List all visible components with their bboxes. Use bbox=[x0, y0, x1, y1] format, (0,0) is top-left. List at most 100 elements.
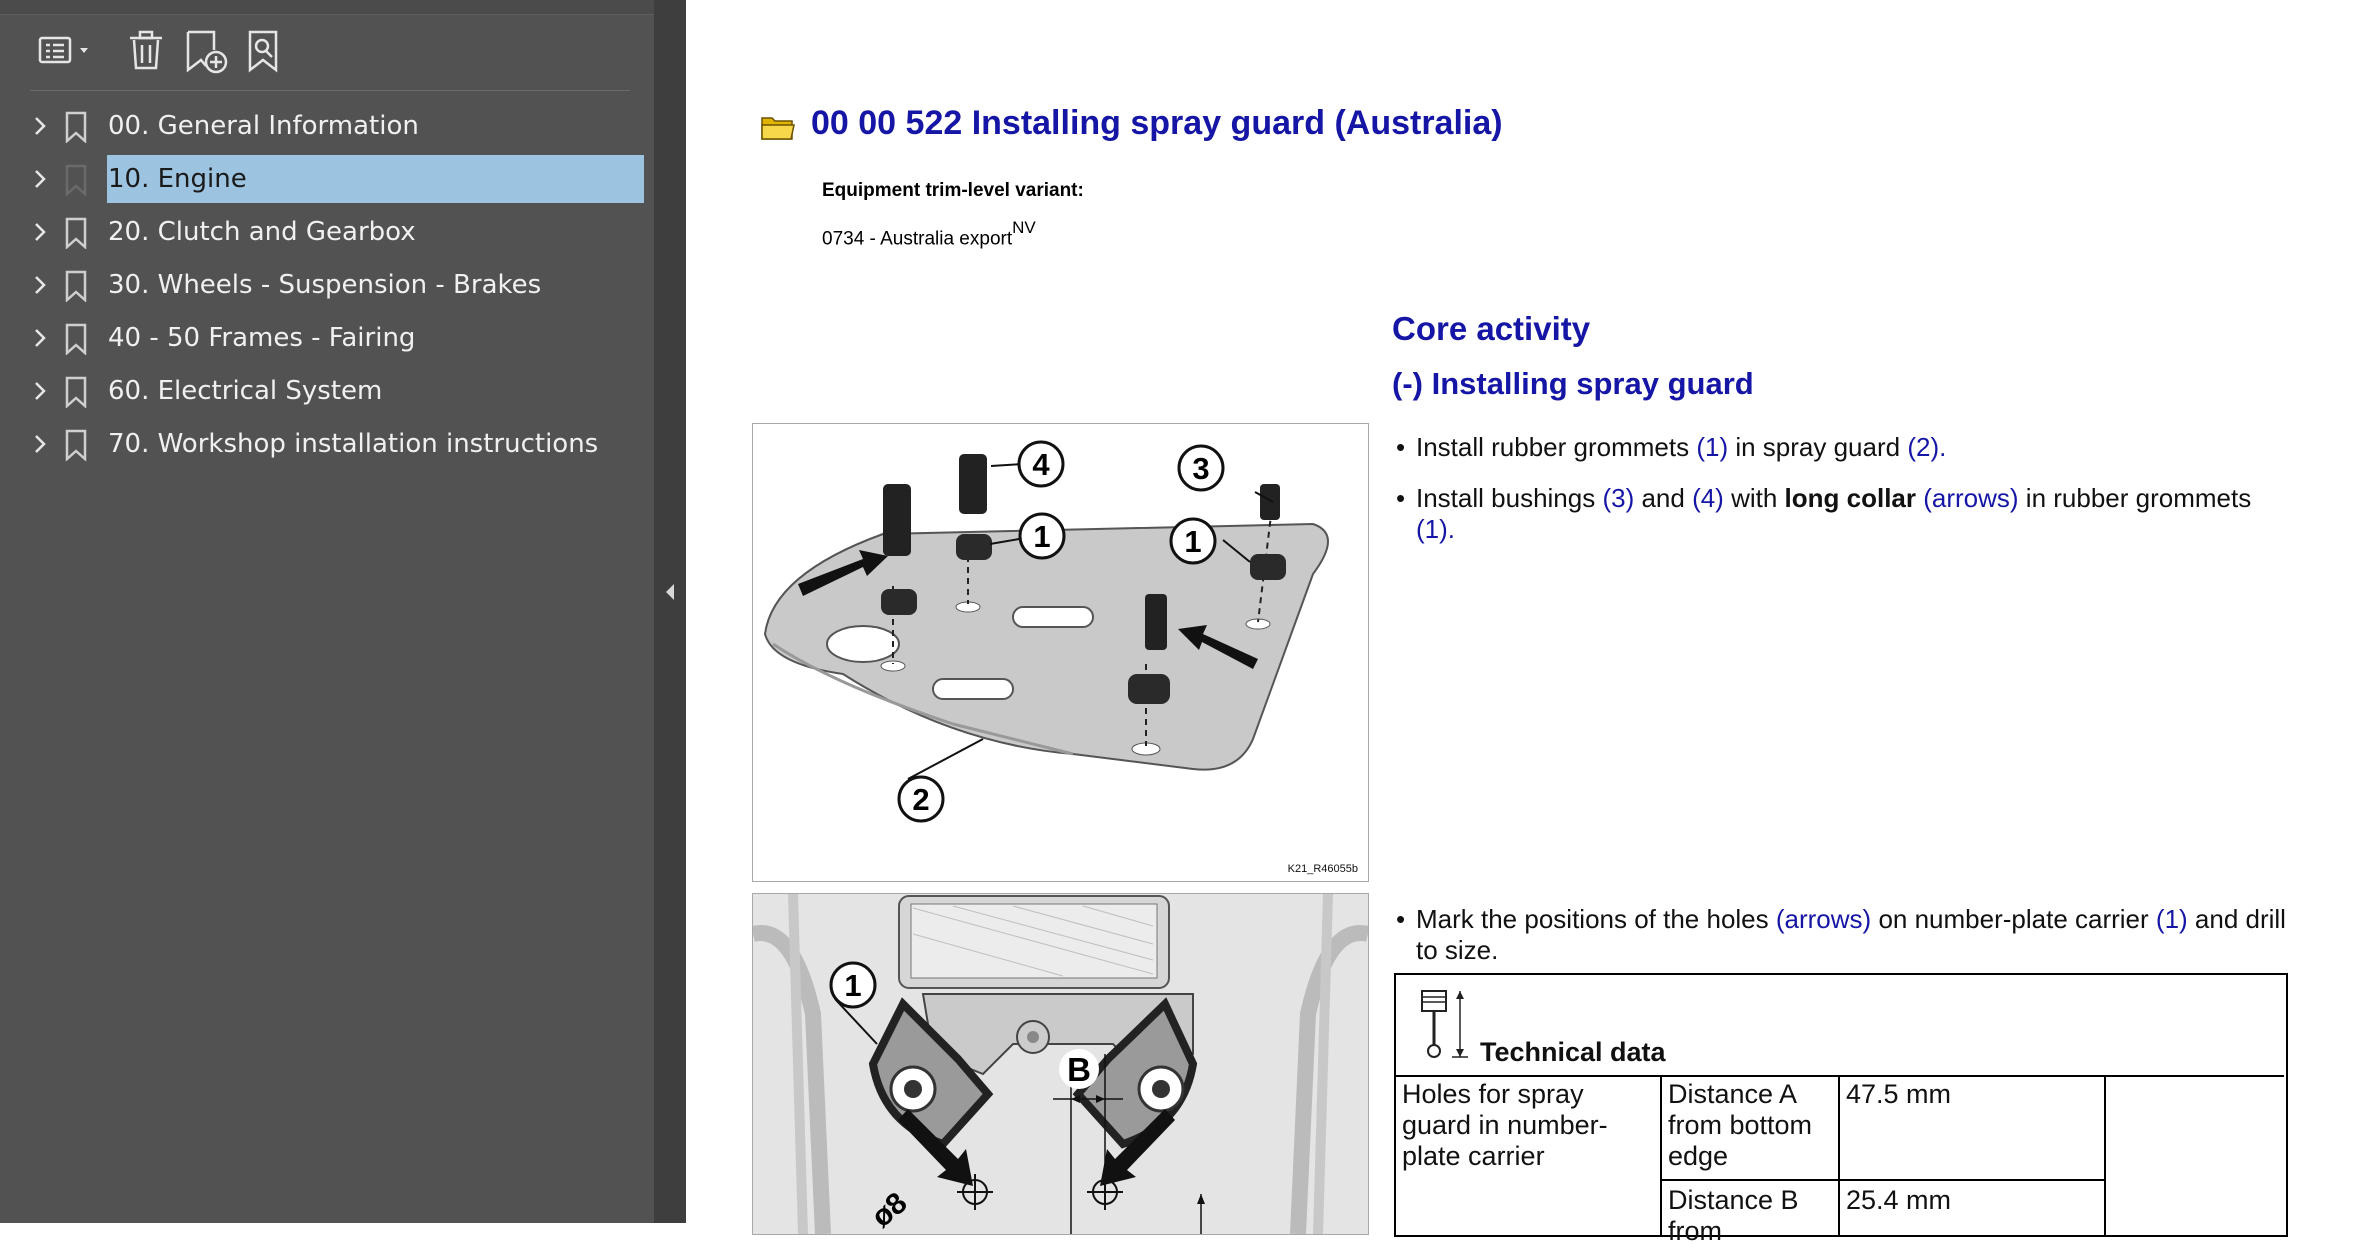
bookmark-icon bbox=[65, 270, 87, 302]
chevron-right-icon[interactable] bbox=[28, 114, 52, 138]
bookmark-item-engine[interactable]: 10. Engine bbox=[0, 155, 654, 203]
text: in spray guard bbox=[1728, 432, 1908, 462]
bookmark-item-frames-fairing[interactable]: 40 - 50 Frames - Fairing bbox=[0, 314, 654, 362]
bookmark-label: 60. Electrical System bbox=[108, 376, 383, 406]
text: on number-plate carrier bbox=[1871, 904, 2156, 934]
callout-1: 1 bbox=[829, 961, 877, 1009]
text: Install bushings bbox=[1416, 483, 1603, 513]
bookmark-icon bbox=[65, 164, 87, 196]
variant-label: Equipment trim-level variant: bbox=[822, 180, 1084, 201]
reference-link[interactable]: (2). bbox=[1907, 432, 1947, 462]
bookmark-label: 00. General Information bbox=[108, 111, 419, 141]
bookmark-add-icon bbox=[186, 30, 228, 74]
list-options-icon bbox=[38, 36, 88, 64]
table-divider bbox=[1660, 1179, 2106, 1181]
bookmark-icon bbox=[65, 217, 87, 249]
emphasis-text: long collar bbox=[1784, 483, 1916, 513]
panel-splitter[interactable] bbox=[654, 0, 686, 1223]
step-heading: (-) Installing spray guard bbox=[1392, 366, 1754, 401]
callout-1a: 1 bbox=[1018, 512, 1066, 560]
text: in rubber grommets bbox=[2018, 483, 2252, 513]
technical-data-table: Technical data Holes for spray guard in … bbox=[1394, 973, 2288, 1246]
variant-superscript: NV bbox=[1012, 218, 1036, 237]
reference-link[interactable]: (arrows) bbox=[1923, 483, 2019, 513]
bookmarks-panel: 00. General Information 10. Engine 20. C… bbox=[0, 0, 654, 1223]
variant-text: 0734 - Australia export bbox=[822, 228, 1013, 250]
bookmark-item-workshop-installation[interactable]: 70. Workshop installation instructions bbox=[0, 420, 654, 468]
table-cell-name: Distance B from bbox=[1668, 1185, 1799, 1246]
technical-data-header: Technical data bbox=[1396, 975, 2284, 1077]
callout-b: B bbox=[1059, 1049, 1099, 1089]
table-cell-value: 25.4 mm bbox=[1846, 1185, 1952, 1215]
table-cell-name: Distance A from bottom edge bbox=[1668, 1079, 1813, 1171]
reference-link[interactable]: (1) bbox=[2155, 904, 2188, 934]
bookmark-item-general-information[interactable]: 00. General Information bbox=[0, 102, 654, 150]
bookmark-label: 20. Clutch and Gearbox bbox=[108, 217, 416, 247]
chevron-right-icon[interactable] bbox=[28, 379, 52, 403]
chevron-right-icon[interactable] bbox=[28, 220, 52, 244]
panel-top-border bbox=[0, 0, 654, 15]
table-row-label: Holes for spray guard in number-plate ca… bbox=[1402, 1079, 1608, 1171]
folder-icon bbox=[761, 117, 795, 140]
bullet: • bbox=[1396, 483, 1406, 513]
delete-bookmark-button[interactable] bbox=[124, 26, 168, 76]
callout-2: 2 bbox=[897, 775, 945, 823]
collapse-panel-icon[interactable] bbox=[662, 580, 678, 604]
instruction-step-1: • Install rubber grommets (1) in spray g… bbox=[1396, 432, 2276, 463]
document-title: 00 00 522 Installing spray guard (Austra… bbox=[811, 104, 1503, 142]
reference-link[interactable]: (4) bbox=[1692, 483, 1724, 513]
core-activity-heading: Core activity bbox=[1392, 310, 1591, 347]
trash-icon bbox=[130, 30, 162, 70]
toolbar-divider bbox=[30, 90, 630, 91]
bookmark-item-clutch-gearbox[interactable]: 20. Clutch and Gearbox bbox=[0, 208, 654, 256]
callout-3: 3 bbox=[1177, 444, 1225, 492]
bookmark-icon bbox=[65, 429, 87, 461]
bookmark-label: 30. Wheels - Suspension - Brakes bbox=[108, 270, 542, 300]
bookmark-label: 40 - 50 Frames - Fairing bbox=[108, 323, 416, 353]
reference-link[interactable]: (1). bbox=[1416, 514, 1455, 544]
variant-value: 0734 - Australia exportNV bbox=[822, 218, 1036, 250]
bookmark-icon bbox=[65, 111, 87, 143]
number-plate-carrier-illustration: 1 B ø8 bbox=[752, 893, 1369, 1235]
table-divider bbox=[1660, 1075, 1662, 1235]
options-menu-button[interactable] bbox=[36, 26, 98, 76]
bookmark-item-wheels-suspension-brakes[interactable]: 30. Wheels - Suspension - Brakes bbox=[0, 261, 654, 309]
chevron-right-icon[interactable] bbox=[28, 167, 52, 191]
chevron-right-icon[interactable] bbox=[28, 326, 52, 350]
bookmark-item-electrical-system[interactable]: 60. Electrical System bbox=[0, 367, 654, 415]
reference-link[interactable]: (arrows) bbox=[1775, 904, 1872, 934]
svg-text:1: 1 bbox=[1033, 519, 1050, 554]
callout-1b: 1 bbox=[1169, 517, 1217, 565]
svg-text:3: 3 bbox=[1192, 451, 1209, 486]
piston-measure-icon bbox=[1421, 990, 1468, 1058]
text: and bbox=[1634, 483, 1693, 513]
table-divider bbox=[2104, 1075, 2106, 1235]
bookmark-search-icon bbox=[248, 30, 278, 73]
instruction-step-2: • Install bushings (3) and (4) with long… bbox=[1396, 483, 2276, 545]
text: and drill to size. bbox=[1416, 904, 2286, 965]
text: with bbox=[1723, 483, 1785, 513]
svg-text:1: 1 bbox=[844, 968, 861, 1003]
bookmark-label: 10. Engine bbox=[107, 155, 644, 203]
reference-link[interactable]: (3) bbox=[1602, 483, 1635, 513]
add-bookmark-button[interactable] bbox=[182, 26, 230, 76]
svg-text:B: B bbox=[1067, 1051, 1091, 1088]
bookmark-label: 70. Workshop installation instructions bbox=[108, 429, 599, 459]
chevron-right-icon[interactable] bbox=[28, 432, 52, 456]
chevron-right-icon[interactable] bbox=[28, 273, 52, 297]
text: Mark the positions of the holes bbox=[1416, 904, 1776, 934]
technical-data-title: Technical data bbox=[1480, 1037, 1666, 1067]
spray-guard-illustration: 4 3 1 1 2 K21_R46055b bbox=[752, 423, 1369, 882]
text: Install rubber grommets bbox=[1416, 432, 1697, 462]
bullet: • bbox=[1396, 432, 1406, 462]
svg-text:1: 1 bbox=[1184, 524, 1201, 559]
table-divider bbox=[1838, 1075, 1840, 1235]
table-cell-value: 47.5 mm bbox=[1846, 1079, 1952, 1109]
instruction-step-3: • Mark the positions of the holes (arrow… bbox=[1396, 904, 2296, 966]
figure-code: K21_R46055b bbox=[1288, 863, 1358, 875]
reference-link[interactable]: (1) bbox=[1696, 432, 1729, 462]
find-bookmark-button[interactable] bbox=[244, 26, 288, 76]
svg-text:4: 4 bbox=[1032, 447, 1050, 482]
bookmark-icon bbox=[65, 376, 87, 408]
callout-4: 4 bbox=[1017, 440, 1065, 488]
